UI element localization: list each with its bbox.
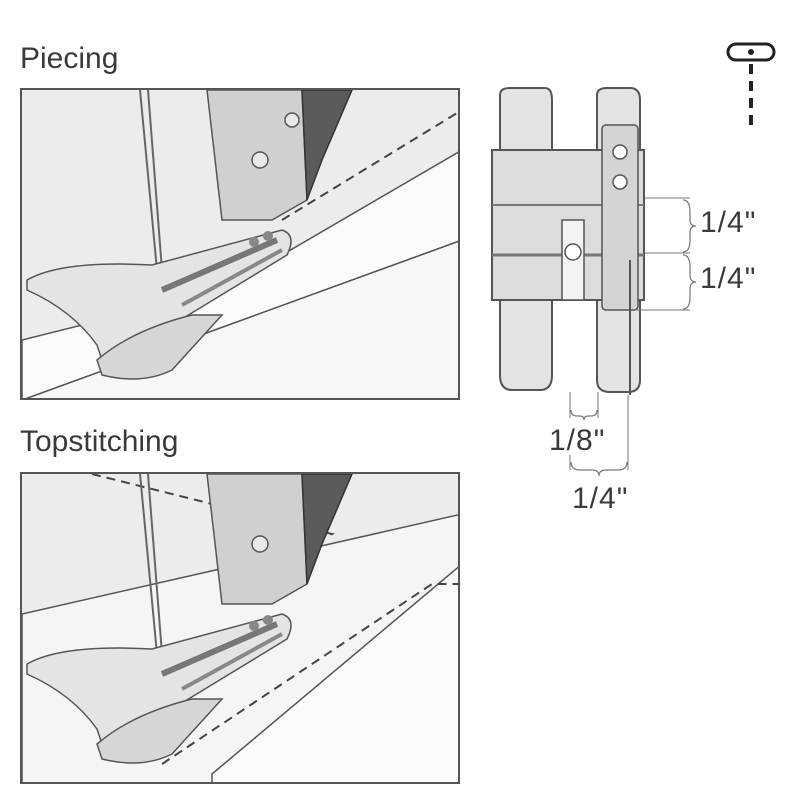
dimension-lower-quarter-inch: 1/4" bbox=[700, 262, 757, 295]
topstitching-presser-foot-drawing bbox=[22, 474, 458, 782]
needle-hole bbox=[564, 243, 582, 261]
topstitching-title: Topstitching bbox=[20, 425, 179, 458]
topstitching-illustration bbox=[20, 472, 460, 784]
dimension-bottom-quarter-inch: 1/4" bbox=[572, 482, 629, 515]
foot-left-toe bbox=[499, 87, 553, 391]
dimension-upper-quarter-inch: 1/4" bbox=[700, 206, 757, 239]
piecing-presser-foot-drawing bbox=[22, 90, 458, 398]
piecing-illustration bbox=[20, 88, 460, 400]
foot-body bbox=[491, 149, 645, 301]
foot-right-toe bbox=[596, 87, 641, 393]
piecing-title: Piecing bbox=[20, 42, 119, 75]
dimension-eighth-inch: 1/8" bbox=[549, 424, 606, 457]
